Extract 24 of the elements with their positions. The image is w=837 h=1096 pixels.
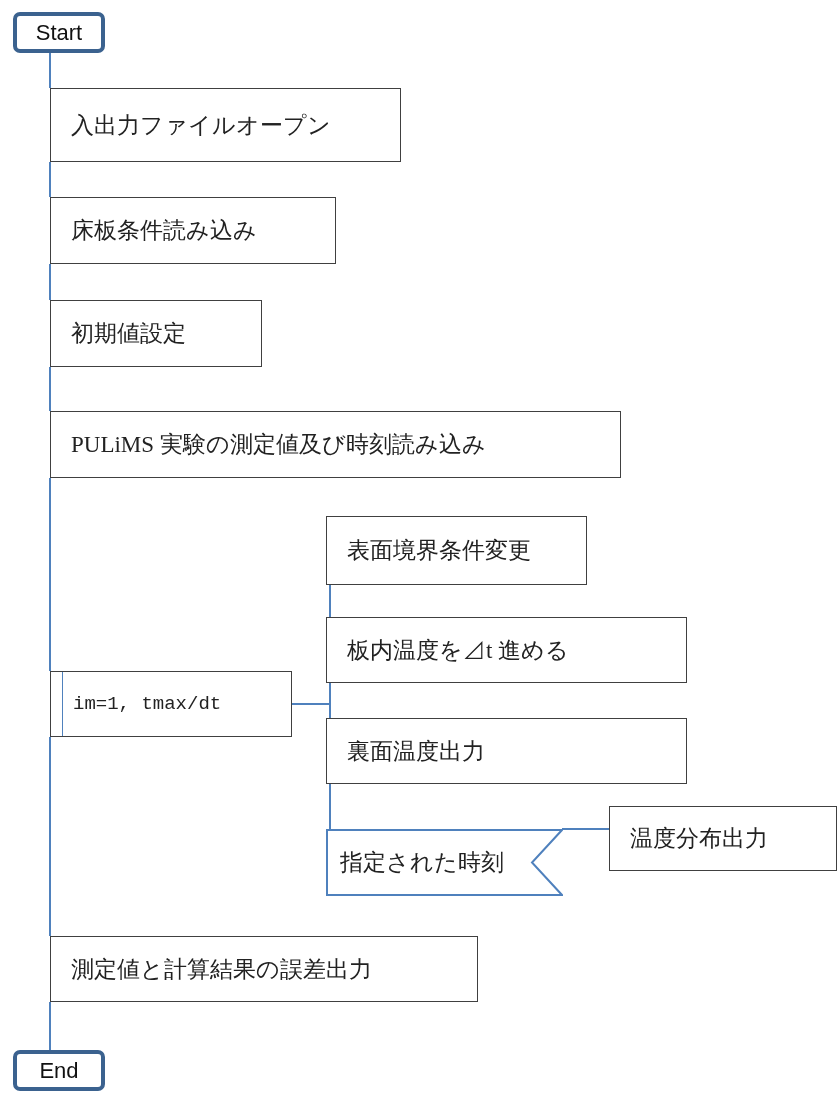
connector-line (329, 783, 331, 830)
connector-line (561, 828, 610, 830)
condition-shape: 指定された時刻 (326, 829, 563, 896)
process-box: 板内温度を⊿t 進める (326, 617, 687, 683)
process-box: PULiMS 実験の測定値及び時刻読み込み (50, 411, 621, 478)
process-box: 床板条件読み込み (50, 197, 336, 264)
process-box: 表面境界条件変更 (326, 516, 587, 585)
process-box: 測定値と計算結果の誤差出力 (50, 936, 478, 1002)
process-box: 初期値設定 (50, 300, 262, 367)
terminal-box: End (13, 1050, 105, 1091)
connector-line (49, 161, 51, 198)
loop-box: im=1, tmax/dt (50, 671, 292, 737)
connector-line (329, 682, 331, 719)
connector-line (49, 1001, 51, 1051)
connector-line (49, 52, 51, 89)
connector-line (49, 477, 51, 672)
process-box: 温度分布出力 (609, 806, 837, 871)
connector-line (49, 263, 51, 301)
connector-line (329, 584, 331, 618)
process-box: 裏面温度出力 (326, 718, 687, 784)
process-box: 入出力ファイルオープン (50, 88, 401, 162)
connector-line (49, 366, 51, 412)
connector-line (49, 736, 51, 937)
terminal-box: Start (13, 12, 105, 53)
